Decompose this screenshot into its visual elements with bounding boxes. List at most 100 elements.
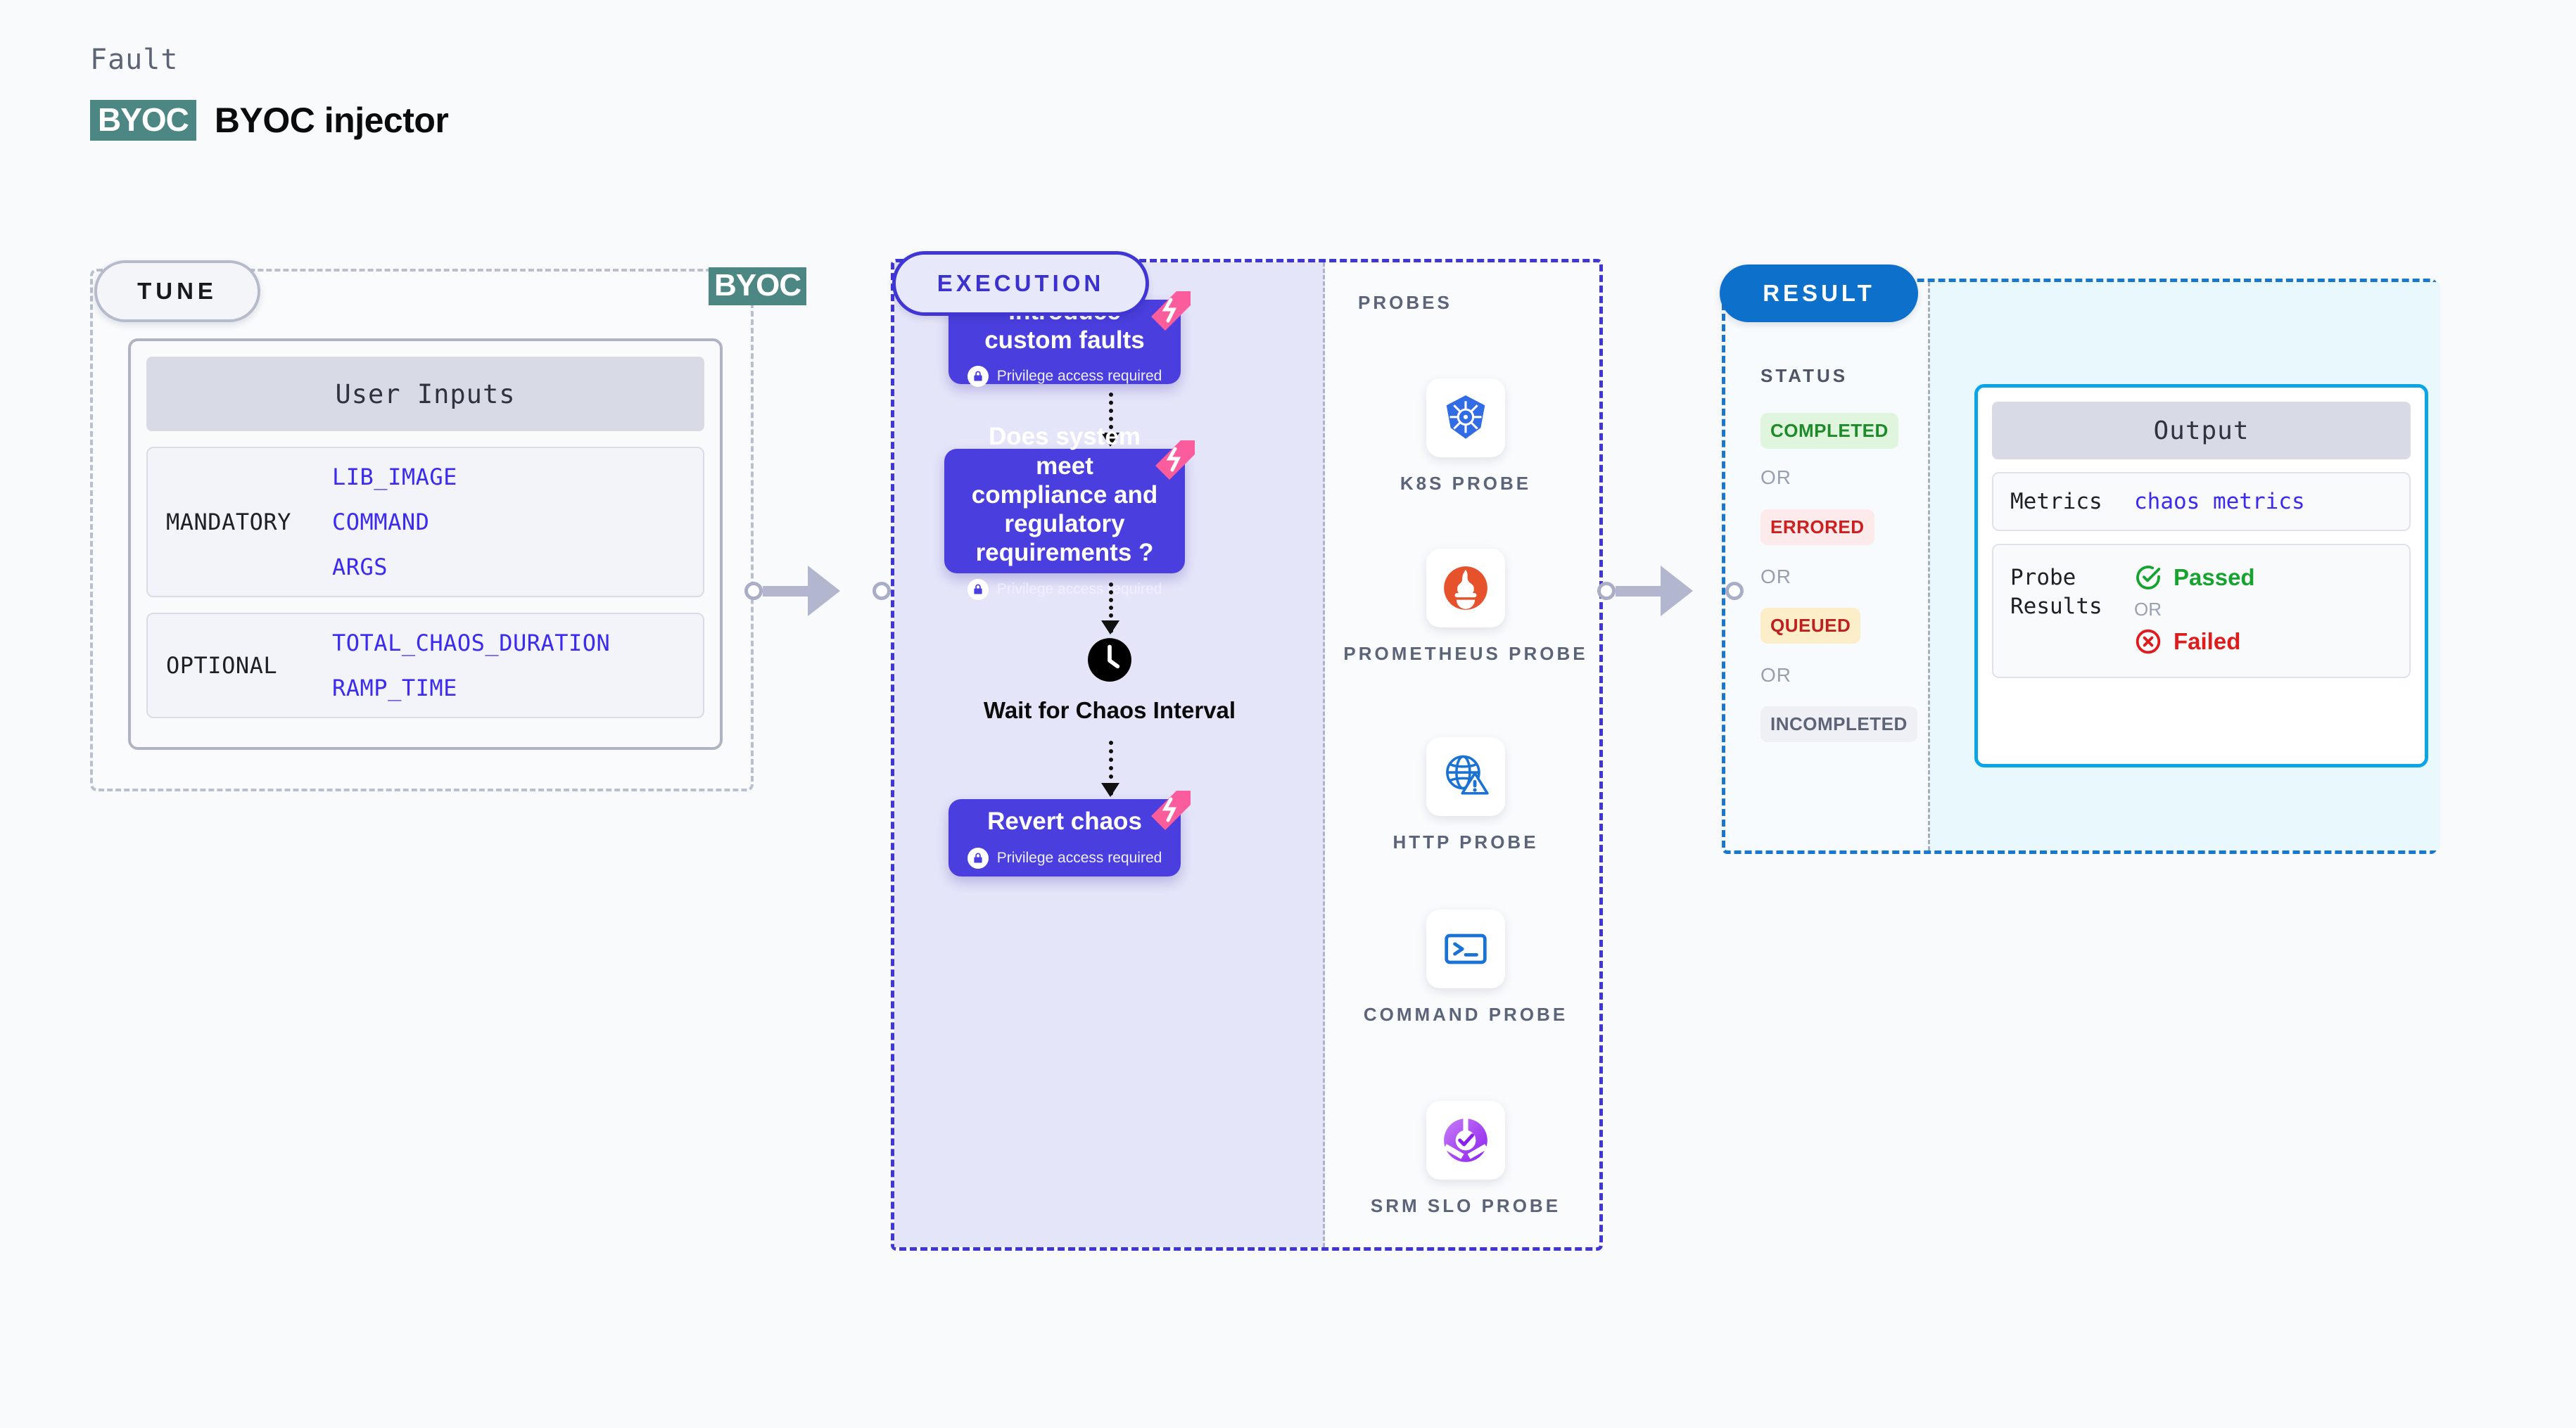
wait-step-label: Wait for Chaos Interval (983, 697, 1236, 723)
param-item[interactable]: LIB_IMAGE (332, 464, 457, 490)
probe-label: K8S PROBE (1400, 473, 1532, 494)
result-stage-badge[interactable]: RESULT (1720, 264, 1918, 322)
flow-step-card[interactable]: Does system meet compliance and regulato… (944, 423, 1195, 600)
probe-item[interactable]: HTTP PROBE (1325, 737, 1606, 855)
result-stage-label: RESULT (1763, 280, 1875, 306)
param-group-mandatory: MANDATORY LIB_IMAGE COMMAND ARGS (146, 447, 704, 597)
probe-results-values: Passed OR Failed (2134, 563, 2255, 656)
probe-label: HTTP PROBE (1392, 831, 1539, 853)
connector-start-dot (744, 582, 763, 600)
flow-arrow (1101, 582, 1119, 635)
flow-step-note-row: Privilege access required (967, 366, 1162, 388)
param-group-label: OPTIONAL (166, 652, 278, 679)
fault-corner-icon (1151, 291, 1191, 331)
tune-stage-label: TUNE (137, 278, 217, 304)
status-badge-incompleted: INCOMPLETED (1760, 706, 1917, 742)
connector-execution-result (1597, 566, 1744, 616)
probes-section-label: PROBES (1358, 292, 1452, 313)
lock-icon (967, 578, 989, 600)
status-column: STATUS COMPLETED OR ERRORED OR QUEUED OR… (1725, 282, 1928, 850)
user-inputs-card: User Inputs MANDATORY LIB_IMAGE COMMAND … (128, 338, 723, 750)
flow-step-title: Revert chaos (987, 808, 1142, 836)
fault-corner-icon (1155, 440, 1195, 480)
title-row: BYOC BYOC injector (90, 100, 449, 141)
output-header: Output (1992, 402, 2411, 459)
execution-region: Introduce custom faults Privilege access… (891, 259, 1603, 1251)
param-group-label: MANDATORY (166, 509, 291, 535)
probe-result-passed: Passed (2134, 563, 2255, 592)
status-or-label: OR (1760, 466, 1791, 488)
srm-slo-icon (1426, 1101, 1505, 1180)
param-item[interactable]: TOTAL_CHAOS_DURATION (332, 630, 611, 656)
flow-arrow (1101, 741, 1119, 797)
metrics-value[interactable]: chaos metrics (2134, 489, 2305, 515)
failed-label: Failed (2174, 628, 2241, 655)
result-region: STATUS COMPLETED OR ERRORED OR QUEUED OR… (1722, 279, 2440, 854)
connector-start-dot (1597, 582, 1616, 600)
status-badge-queued: QUEUED (1760, 608, 1861, 644)
kubernetes-icon (1426, 378, 1505, 457)
user-inputs-header: User Inputs (146, 357, 704, 431)
page-eyebrow: Fault (90, 44, 179, 76)
probe-item[interactable]: K8S PROBE (1325, 378, 1606, 496)
param-list: TOTAL_CHAOS_DURATION RAMP_TIME (332, 630, 610, 701)
flow-step-card[interactable]: Revert chaos Privilege access required (948, 791, 1191, 876)
tune-stage-badge[interactable]: TUNE (94, 260, 260, 322)
prometheus-icon (1426, 549, 1505, 627)
probe-label: SRM SLO PROBE (1370, 1195, 1561, 1216)
execution-stage-badge[interactable]: EXECUTION (892, 251, 1149, 316)
execution-stage-label: EXECUTION (937, 270, 1105, 296)
flow-step-wait: Wait for Chaos Interval (894, 637, 1325, 725)
flow-step-note: Privilege access required (996, 849, 1162, 866)
probe-item[interactable]: COMMAND PROBE (1325, 910, 1606, 1027)
output-card: Output Metrics chaos metrics Probe Resul… (1974, 384, 2428, 767)
connector-arrowhead (1661, 566, 1725, 616)
tune-region: User Inputs MANDATORY LIB_IMAGE COMMAND … (90, 269, 754, 791)
param-item[interactable]: RAMP_TIME (332, 675, 457, 701)
connector-tune-execution (744, 566, 891, 616)
byoc-badge: BYOC (90, 100, 196, 141)
flow-arrow (1101, 393, 1119, 447)
probe-results-label: Probe Results (2010, 565, 2102, 619)
lock-icon (967, 366, 989, 388)
flow-step-note-row: Privilege access required (967, 847, 1162, 869)
param-item[interactable]: ARGS (332, 554, 388, 580)
http-globe-icon (1426, 737, 1505, 816)
page-title: BYOC injector (214, 101, 449, 140)
passed-label: Passed (2174, 564, 2255, 591)
param-list: LIB_IMAGE COMMAND ARGS (332, 464, 457, 580)
page-header: Fault BYOC BYOC injector (90, 44, 449, 141)
flow-step-note: Privilege access required (996, 580, 1162, 597)
probe-label: PROMETHEUS PROBE (1343, 643, 1588, 664)
probe-label: COMMAND PROBE (1363, 1004, 1568, 1025)
connector-end-dot (1725, 582, 1744, 600)
metrics-label: Metrics (2010, 489, 2102, 514)
flow-step-title: Does system meet compliance and regulato… (971, 423, 1158, 567)
status-or-label: OR (1760, 566, 1791, 587)
probes-column: PROBES (1325, 262, 1606, 1247)
flow-step-note-row: Privilege access required (967, 578, 1162, 600)
param-item[interactable]: COMMAND (332, 509, 430, 535)
byoc-edge-badge: BYOC (709, 267, 807, 305)
status-section-label: STATUS (1760, 365, 1848, 386)
connector-line (763, 585, 808, 597)
probe-result-or: OR (2134, 599, 2162, 620)
metrics-row: Metrics chaos metrics (1992, 472, 2411, 532)
param-group-optional: OPTIONAL TOTAL_CHAOS_DURATION RAMP_TIME (146, 613, 704, 718)
execution-flow-column: Introduce custom faults Privilege access… (894, 262, 1325, 1247)
probe-results-row: Probe Results Passed OR Failed (1992, 544, 2411, 679)
flow-step-note: Privilege access required (996, 368, 1162, 385)
x-circle-icon (2136, 630, 2161, 654)
lock-icon (967, 847, 989, 869)
status-badge-errored: ERRORED (1760, 509, 1874, 545)
check-circle-icon (2136, 566, 2161, 590)
connector-line (1616, 585, 1661, 597)
status-badge-completed: COMPLETED (1760, 413, 1898, 449)
clock-icon (1088, 638, 1131, 682)
probe-item[interactable]: SRM SLO PROBE (1325, 1101, 1606, 1218)
probe-item[interactable]: PROMETHEUS PROBE (1325, 549, 1606, 666)
terminal-icon (1426, 910, 1505, 988)
fault-corner-icon (1151, 791, 1191, 830)
status-or-label: OR (1760, 664, 1791, 686)
connector-end-dot (873, 582, 891, 600)
